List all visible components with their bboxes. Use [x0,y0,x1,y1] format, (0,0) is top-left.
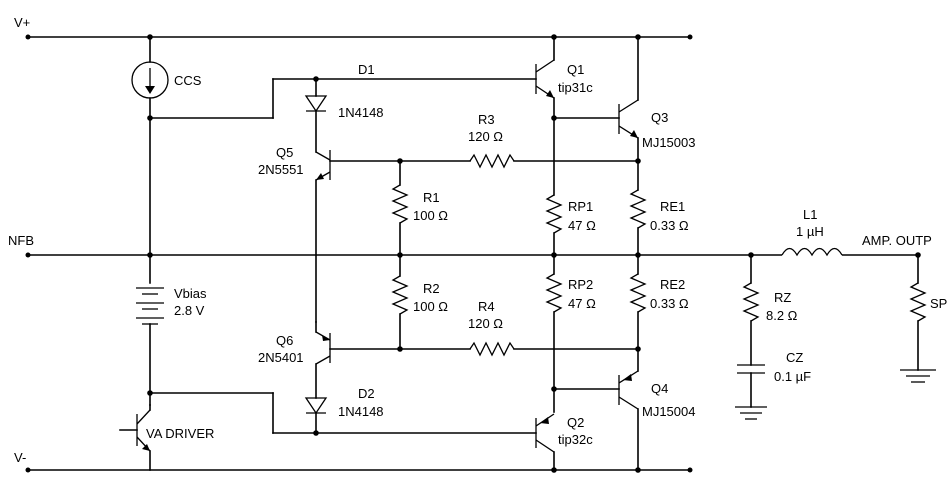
l1-name: L1 [803,207,817,222]
rails [25,34,919,473]
rp1-symbol [545,194,563,234]
re1-symbol [629,189,647,229]
rp1-name: RP1 [568,199,593,214]
q3-part: MJ15003 [642,135,695,150]
d1-name: D1 [358,62,375,77]
r2-name: R2 [423,281,440,296]
re2-name: RE2 [660,277,685,292]
re1-name: RE1 [660,199,685,214]
cz-value: 0.1 µF [774,369,811,384]
q3-name: Q3 [651,110,668,125]
d2-symbol [304,397,328,415]
ccs-label: CCS [174,73,202,88]
q4-part: MJ15004 [642,404,695,419]
l1-value: 1 µH [796,224,824,239]
r1-value: 100 Ω [413,208,448,223]
d1-symbol [304,95,328,113]
bias-network [304,76,639,436]
re1-value: 0.33 Ω [650,218,689,233]
r4-value: 120 Ω [468,316,503,331]
speaker-symbol [909,282,927,322]
r2-value: 100 Ω [413,299,448,314]
r1-symbol [391,184,409,224]
rp2-symbol [545,273,563,313]
q6-part: 2N5401 [258,350,304,365]
re2-value: 0.33 Ω [650,296,689,311]
vbias-name: Vbias [174,286,207,301]
l1-symbol [781,247,843,257]
d2-name: D2 [358,386,375,401]
cz-name: CZ [786,350,803,365]
rz-symbol [742,282,760,322]
rp1-value: 47 Ω [568,218,596,233]
q1-part: tip31c [558,80,593,95]
q4-name: Q4 [651,381,668,396]
nfb-label: NFB [8,233,34,248]
vminus-label: V- [14,450,26,465]
d2-part: 1N4148 [338,404,384,419]
output-stage [535,34,647,473]
amp-out-label: AMP. OUTP [862,233,932,248]
d1-part: 1N4148 [338,105,384,120]
rp2-value: 47 Ω [568,296,596,311]
r3-value: 120 Ω [468,129,503,144]
q5-part: 2N5551 [258,162,304,177]
vplus-label: V+ [14,15,30,30]
r4-symbol [469,341,515,357]
va-driver-label: VA DRIVER [146,426,214,441]
re2-symbol [629,273,647,313]
speaker-label: SP [930,296,947,311]
rz-value: 8.2 Ω [766,308,798,323]
vbias-value: 2.8 V [174,303,205,318]
r1-name: R1 [423,190,440,205]
left-column [119,34,537,471]
rz-name: RZ [774,290,791,305]
q2-part: tip32c [558,432,593,447]
q2-name: Q2 [567,415,584,430]
output-network [735,245,936,420]
r2-symbol [391,275,409,315]
rp2-name: RP2 [568,277,593,292]
q1-name: Q1 [567,62,584,77]
q5-name: Q5 [276,145,293,160]
r4-name: R4 [478,299,495,314]
r3-name: R3 [478,112,495,127]
q6-name: Q6 [276,333,293,348]
labels: V+ V- NFB AMP. OUTP SP CCS Vbias 2.8 V V… [8,15,947,465]
r3-symbol [469,153,515,169]
